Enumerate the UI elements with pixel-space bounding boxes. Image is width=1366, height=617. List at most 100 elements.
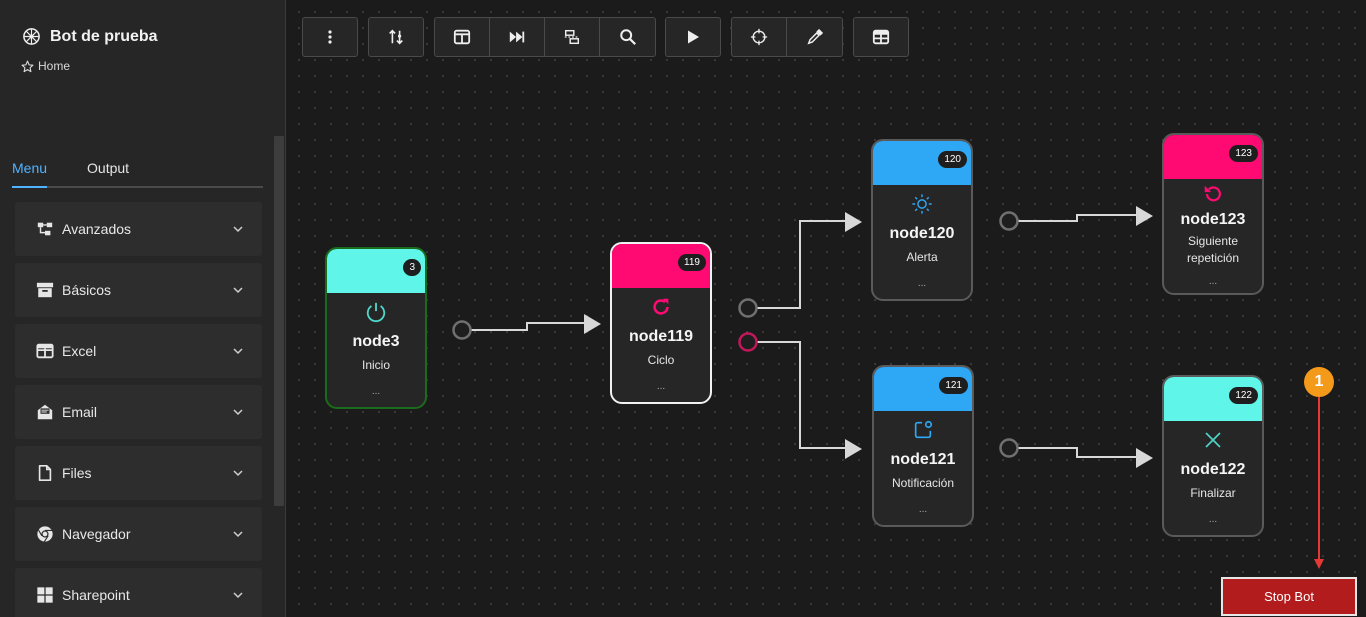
file-icon bbox=[38, 464, 52, 482]
undo-icon bbox=[1204, 185, 1221, 202]
sidebar-item-label: Navegador bbox=[62, 526, 131, 542]
node-more[interactable]: ... bbox=[1208, 276, 1218, 287]
node-id: node119 bbox=[628, 328, 694, 345]
flow-node[interactable]: 120 node120 Alerta ... bbox=[871, 139, 973, 301]
chevron-down-icon bbox=[233, 287, 243, 294]
sidebar-item-sharepoint[interactable]: Sharepoint bbox=[15, 568, 262, 617]
node-type: Notificación bbox=[891, 476, 955, 490]
breadcrumb[interactable]: Home bbox=[21, 59, 70, 73]
eyedropper-icon bbox=[806, 28, 823, 45]
node-header: 123 bbox=[1164, 135, 1262, 179]
grid-table-button[interactable] bbox=[853, 17, 909, 57]
star-icon bbox=[21, 60, 34, 72]
sidebar-item-label: Excel bbox=[62, 343, 97, 359]
run-button[interactable] bbox=[665, 17, 721, 57]
sidebar-scrollbar[interactable] bbox=[274, 136, 284, 506]
play-icon bbox=[688, 30, 699, 44]
sidebar-item-files[interactable]: Files bbox=[15, 446, 262, 500]
node-header: 119 bbox=[612, 244, 710, 288]
chevron-down-icon bbox=[233, 226, 243, 233]
flow-node[interactable]: 121 node121 Notificación ... bbox=[872, 365, 974, 527]
node-type: Finalizar bbox=[1190, 486, 1236, 500]
notification-icon bbox=[914, 420, 933, 439]
app-title: Bot de prueba bbox=[22, 27, 158, 46]
more-options-button[interactable] bbox=[302, 17, 358, 57]
table-icon bbox=[36, 343, 54, 359]
node-more[interactable]: ... bbox=[656, 381, 666, 392]
skip-forward-icon bbox=[509, 31, 525, 43]
grid-table-icon bbox=[872, 29, 890, 45]
node-badge: 3 bbox=[403, 259, 421, 276]
loop-icon bbox=[653, 298, 669, 315]
app-title-text: Bot de prueba bbox=[50, 27, 158, 45]
node-type: Alerta bbox=[906, 250, 938, 264]
sidebar: Bot de prueba Home Menu Output Avanzados… bbox=[0, 0, 286, 617]
layout-icon bbox=[453, 29, 471, 45]
node-header: 121 bbox=[874, 367, 972, 411]
windows-icon bbox=[37, 587, 53, 603]
node-more[interactable]: ... bbox=[371, 386, 381, 397]
sidebar-tabs: Menu Output bbox=[12, 152, 263, 188]
node-badge: 122 bbox=[1229, 387, 1258, 404]
chevron-down-icon bbox=[233, 470, 243, 477]
sidebar-item-excel[interactable]: Excel bbox=[15, 324, 262, 378]
node-id: node120 bbox=[889, 225, 955, 242]
sort-icon bbox=[389, 29, 403, 45]
skip-forward-button[interactable] bbox=[490, 18, 545, 56]
flow-node[interactable]: 119 node119 Ciclo ... bbox=[610, 242, 712, 404]
node-type: Siguiente repetición bbox=[1186, 234, 1240, 265]
node-badge: 123 bbox=[1229, 145, 1258, 162]
chevron-down-icon bbox=[233, 409, 243, 416]
flow-layout-button[interactable] bbox=[545, 18, 600, 56]
node-header: 122 bbox=[1164, 377, 1262, 421]
chevron-down-icon bbox=[233, 348, 243, 355]
view-tools-group bbox=[434, 17, 656, 57]
flow-node[interactable]: 3 node3 Inicio ... bbox=[325, 247, 427, 409]
node-id: node122 bbox=[1180, 461, 1246, 478]
node-badge: 120 bbox=[938, 151, 967, 168]
sidebar-item-label: Básicos bbox=[62, 282, 112, 298]
search-icon bbox=[619, 29, 636, 45]
flow-node[interactable]: 122 node122 Finalizar ... bbox=[1162, 375, 1264, 537]
node-id: node121 bbox=[890, 451, 956, 468]
search-button[interactable] bbox=[600, 18, 655, 56]
eyedropper-button[interactable] bbox=[787, 18, 842, 56]
sort-button[interactable] bbox=[368, 17, 424, 57]
sidebar-item-label: Avanzados bbox=[62, 221, 132, 237]
node-header: 120 bbox=[873, 141, 971, 185]
target-icon bbox=[750, 28, 768, 46]
layout-button[interactable] bbox=[435, 18, 490, 56]
stop-bot-button[interactable]: Stop Bot bbox=[1221, 577, 1357, 616]
node-header: 3 bbox=[327, 249, 425, 293]
flow-node[interactable]: 123 node123 Siguiente repetición ... bbox=[1162, 133, 1264, 295]
sidebar-item-label: Email bbox=[62, 404, 98, 420]
sidebar-item-basicos[interactable]: Básicos bbox=[15, 263, 262, 317]
archive-icon bbox=[36, 282, 54, 298]
tab-output[interactable]: Output bbox=[87, 160, 130, 176]
node-id: node3 bbox=[352, 333, 400, 350]
sidebar-item-label: Files bbox=[62, 465, 92, 481]
email-icon bbox=[37, 404, 53, 420]
chevron-down-icon bbox=[233, 531, 243, 538]
node-more[interactable]: ... bbox=[1208, 514, 1218, 525]
wheel-icon bbox=[23, 28, 40, 45]
target-button[interactable] bbox=[732, 18, 787, 56]
inspect-tools-group bbox=[731, 17, 843, 57]
node-type: Inicio bbox=[361, 358, 390, 372]
node-badge: 119 bbox=[678, 254, 706, 271]
more-vertical-icon bbox=[328, 30, 332, 44]
breadcrumb-home[interactable]: Home bbox=[38, 59, 71, 73]
node-type: Ciclo bbox=[647, 353, 675, 367]
node-id: node123 bbox=[1180, 211, 1246, 228]
chevron-down-icon bbox=[233, 592, 243, 599]
sidebar-item-navegador[interactable]: Navegador bbox=[15, 507, 262, 561]
sun-icon bbox=[912, 194, 932, 214]
chrome-icon bbox=[37, 526, 53, 543]
node-more[interactable]: ... bbox=[918, 504, 928, 515]
node-more[interactable]: ... bbox=[917, 278, 927, 289]
flow-icon bbox=[564, 29, 580, 45]
sidebar-item-avanzados[interactable]: Avanzados bbox=[15, 202, 262, 256]
node-badge: 121 bbox=[939, 377, 968, 394]
tab-menu[interactable]: Menu bbox=[12, 152, 48, 188]
sidebar-item-email[interactable]: Email bbox=[15, 385, 262, 439]
